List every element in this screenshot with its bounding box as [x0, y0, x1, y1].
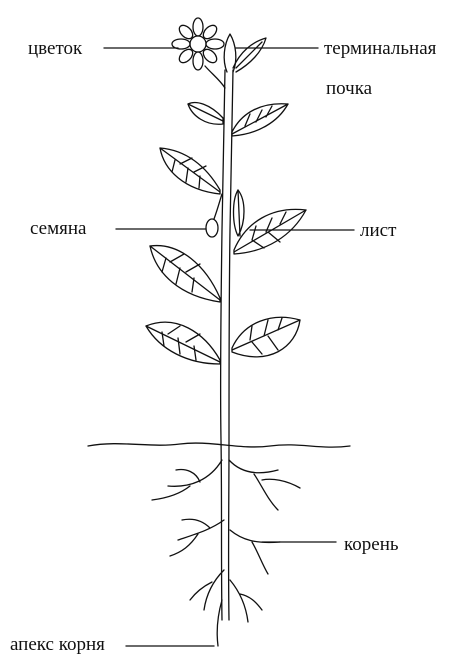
leaf-lower-left — [150, 246, 220, 302]
label-terminal-bud-line1: терминальная — [324, 38, 436, 60]
leaf-mid-right — [234, 209, 306, 254]
leaf-mid-left — [160, 148, 220, 194]
label-root: корень — [344, 534, 399, 556]
label-seeds: семяна — [30, 218, 86, 240]
leaf-bottom-left — [146, 322, 220, 364]
seed-pod — [206, 190, 244, 237]
seed — [206, 219, 218, 237]
root-system — [152, 460, 300, 646]
flower-head — [172, 18, 225, 88]
leaf-bottom-right — [232, 317, 300, 357]
terminal-bud — [224, 34, 266, 72]
leaf-upper-left — [188, 103, 223, 125]
label-leaf: лист — [360, 220, 396, 242]
label-flower: цветок — [28, 38, 82, 60]
soil-line — [88, 443, 350, 447]
label-terminal-bud-line2: почка — [326, 78, 372, 100]
label-root-apex: апекс корня — [10, 634, 105, 656]
leaf-upper-right — [232, 104, 288, 136]
stem — [221, 70, 233, 620]
